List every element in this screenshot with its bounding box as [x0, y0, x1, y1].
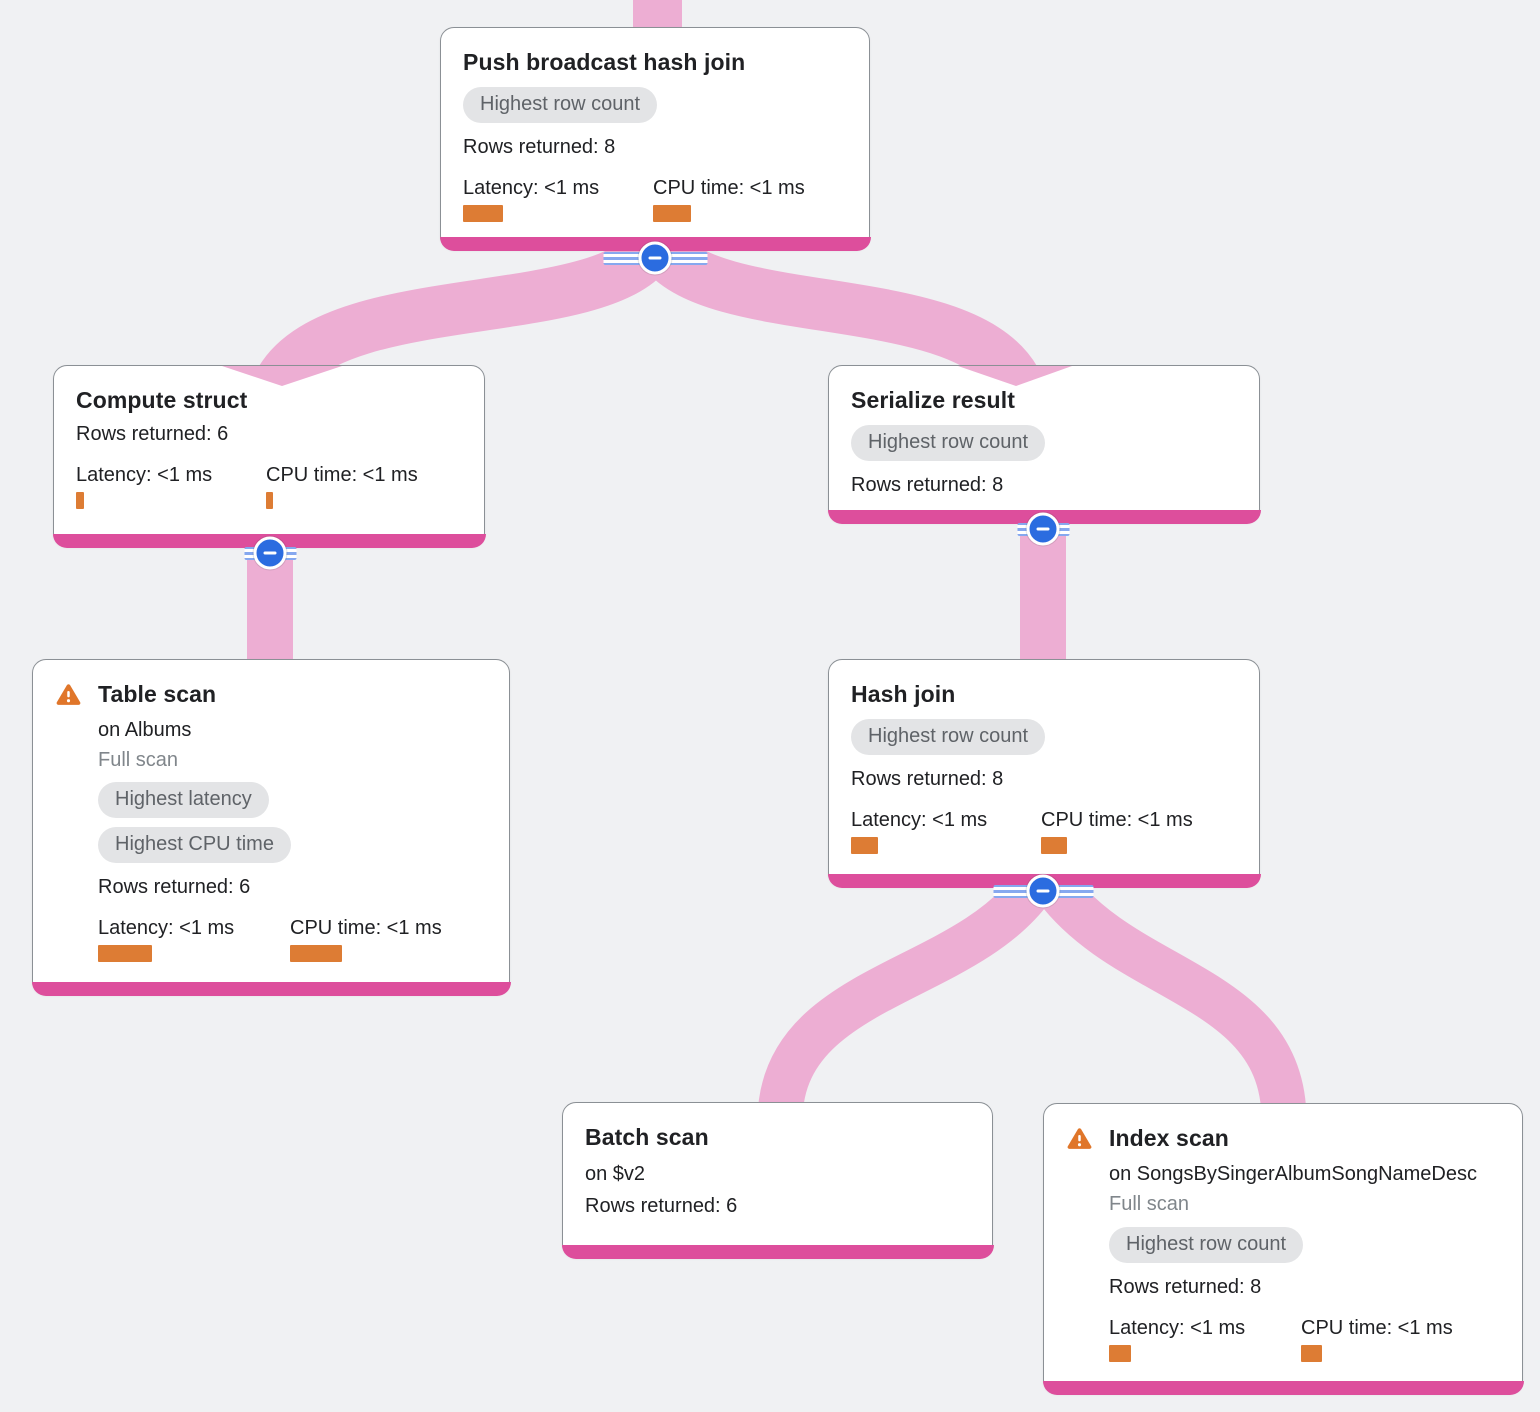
collapse-button-hash-join[interactable] — [1026, 874, 1060, 908]
node-card-push-broadcast-hash-join[interactable]: Push broadcast hash join Highest row cou… — [439, 27, 871, 251]
node-card-table-scan[interactable]: Table scan on Albums Full scan Highest l… — [31, 659, 511, 996]
latency-bar — [1109, 1345, 1131, 1362]
cpu-time-bar — [1041, 837, 1067, 854]
cpu-time-bar — [653, 205, 691, 222]
rows-returned-text: Rows returned: 8 — [1109, 1276, 1262, 1298]
node-title: Hash join — [851, 681, 956, 707]
node-accent-bar — [1042, 1380, 1524, 1395]
minus-icon — [648, 256, 662, 260]
cpu-time-label: CPU time: <1 ms — [1041, 809, 1193, 831]
collapse-button-root[interactable] — [638, 241, 672, 275]
warning-icon — [1067, 1128, 1092, 1149]
highest-latency-badge: Highest latency — [98, 782, 269, 818]
collapse-control-root — [603, 241, 707, 275]
latency-label: Latency: <1 ms — [98, 917, 235, 939]
flow-edge-hash-join-to-batch-scan — [757, 874, 1051, 1122]
rows-returned-text: Rows returned: 6 — [76, 423, 229, 445]
latency-bar — [851, 837, 878, 854]
cpu-time-label: CPU time: <1 ms — [290, 917, 442, 939]
node-title: Batch scan — [585, 1124, 709, 1150]
rows-returned-text: Rows returned: 8 — [463, 136, 616, 158]
cpu-time-bar — [1301, 1345, 1322, 1362]
highest-row-count-badge: Highest row count — [851, 425, 1046, 461]
rows-returned-text: Rows returned: 8 — [851, 474, 1004, 496]
flow-edge-root-to-compute-struct — [258, 233, 668, 396]
rows-returned-text: Rows returned: 6 — [98, 876, 251, 898]
highest-row-count-badge: Highest row count — [1109, 1227, 1304, 1263]
latency-bar — [463, 205, 503, 222]
node-card-serialize-result[interactable]: Serialize result Highest row count Rows … — [827, 365, 1261, 524]
latency-label: Latency: <1 ms — [1109, 1317, 1246, 1339]
warning-icon — [56, 684, 81, 705]
node-card-batch-scan[interactable]: Batch scan on $v2 Rows returned: 6 — [561, 1102, 994, 1259]
node-card-compute-struct[interactable]: Compute struct Rows returned: 6 Latency:… — [52, 365, 486, 548]
highest-row-count-badge: Highest row count — [851, 719, 1046, 755]
node-accent-bar — [31, 981, 511, 996]
cpu-time-label: CPU time: <1 ms — [1301, 1317, 1453, 1339]
scan-target-text: on SongsBySingerAlbumSongNameDesc — [1109, 1163, 1477, 1185]
highest-cpu-time-badge: Highest CPU time — [98, 827, 291, 863]
flow-edge-hash-join-to-index-scan — [1037, 874, 1307, 1121]
collapse-control-hash-join — [993, 874, 1093, 908]
collapse-button-compute-struct[interactable] — [253, 536, 287, 570]
collapse-button-serialize-result[interactable] — [1026, 512, 1060, 546]
collapse-control-serialize-result — [1017, 512, 1069, 546]
collapse-control-compute-struct — [244, 536, 296, 570]
minus-icon — [1036, 527, 1050, 531]
minus-icon — [1036, 889, 1050, 893]
node-title: Table scan — [98, 681, 217, 707]
node-title: Serialize result — [851, 387, 1015, 413]
cpu-time-label: CPU time: <1 ms — [653, 177, 805, 199]
latency-label: Latency: <1 ms — [76, 464, 213, 486]
node-title: Compute struct — [76, 387, 248, 413]
scan-target-text: on Albums — [98, 719, 192, 741]
latency-bar — [76, 492, 84, 509]
cpu-time-bar — [266, 492, 273, 509]
latency-label: Latency: <1 ms — [851, 809, 988, 831]
minus-icon — [263, 551, 277, 555]
node-title: Push broadcast hash join — [463, 49, 746, 75]
latency-bar — [98, 945, 152, 962]
node-card-hash-join[interactable]: Hash join Highest row count Rows returne… — [827, 659, 1261, 888]
node-title: Index scan — [1109, 1125, 1229, 1151]
scan-type-text: Full scan — [98, 749, 179, 771]
flow-edge-root-to-serialize-result — [644, 233, 1038, 395]
scan-type-text: Full scan — [1109, 1193, 1190, 1215]
node-card-index-scan[interactable]: Index scan on SongsBySingerAlbumSongName… — [1042, 1103, 1524, 1395]
cpu-time-label: CPU time: <1 ms — [266, 464, 418, 486]
rows-returned-text: Rows returned: 6 — [585, 1195, 738, 1217]
latency-label: Latency: <1 ms — [463, 177, 600, 199]
rows-returned-text: Rows returned: 8 — [851, 768, 1004, 790]
highest-row-count-badge: Highest row count — [463, 87, 658, 123]
cpu-time-bar — [290, 945, 342, 962]
node-accent-bar — [561, 1244, 994, 1259]
scan-target-text: on $v2 — [585, 1163, 646, 1185]
